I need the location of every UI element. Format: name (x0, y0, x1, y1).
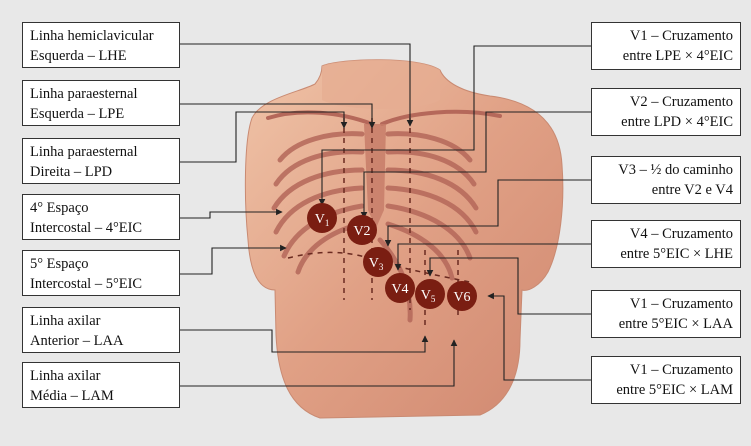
label-5eic-line1: 5° Espaço (30, 254, 172, 274)
electrode-v5-label: V (421, 288, 431, 303)
electrode-v6: V6 (447, 281, 477, 311)
electrode-v1: V1 (307, 203, 337, 233)
label-v5-line2: entre 5°EIC × LAA (599, 314, 733, 334)
label-v4: V4 – Cruzamento entre 5°EIC × LHE (591, 220, 741, 268)
label-v2: V2 – Cruzamento entre LPD × 4°EIC (591, 88, 741, 136)
electrode-v4: V4 (385, 273, 415, 303)
label-v3-line1: V3 – ½ do caminho (599, 160, 733, 180)
svg-text:V4: V4 (391, 282, 408, 297)
label-v4-line2: entre 5°EIC × LHE (599, 244, 733, 264)
label-lpd-line1: Linha paraesternal (30, 142, 172, 162)
label-lpd-line2: Direita – LPD (30, 162, 172, 182)
label-v3-line2: entre V2 e V4 (599, 180, 733, 200)
label-v6: V1 – Cruzamento entre 5°EIC × LAM (591, 356, 741, 404)
electrode-v5: V5 (415, 279, 445, 309)
label-v1-line1: V1 – Cruzamento (599, 26, 733, 46)
label-v2-line2: entre LPD × 4°EIC (599, 112, 733, 132)
label-lhe: Linha hemiclavicular Esquerda – LHE (22, 22, 180, 68)
label-lpe-line2: Esquerda – LPE (30, 104, 172, 124)
label-v6-line1: V1 – Cruzamento (599, 360, 733, 380)
label-v3: V3 – ½ do caminho entre V2 e V4 (591, 156, 741, 204)
label-v4-line1: V4 – Cruzamento (599, 224, 733, 244)
electrode-v2-label: V2 (353, 224, 370, 239)
label-lam: Linha axilar Média – LAM (22, 362, 180, 408)
label-v1-line2: entre LPE × 4°EIC (599, 46, 733, 66)
label-laa: Linha axilar Anterior – LAA (22, 307, 180, 353)
electrode-v3-label: V (369, 256, 379, 271)
electrode-v2: V2 (347, 215, 377, 245)
electrode-v5-sub: 5 (431, 294, 436, 304)
neck (322, 60, 440, 109)
label-laa-line2: Anterior – LAA (30, 331, 172, 351)
label-4eic: 4° Espaço Intercostal – 4°EIC (22, 194, 180, 240)
label-lhe-line2: Esquerda – LHE (30, 46, 172, 66)
label-lpe: Linha paraesternal Esquerda – LPE (22, 80, 180, 126)
electrode-v1-label: V (315, 212, 325, 227)
label-lhe-line1: Linha hemiclavicular (30, 26, 172, 46)
electrode-v3: V3 (363, 247, 393, 277)
label-lam-line1: Linha axilar (30, 366, 172, 386)
label-lpe-line1: Linha paraesternal (30, 84, 172, 104)
label-5eic-line2: Intercostal – 5°EIC (30, 274, 172, 294)
label-4eic-line2: Intercostal – 4°EIC (30, 218, 172, 238)
electrode-v4-label: V4 (391, 282, 408, 297)
electrode-v6-label: V6 (453, 290, 470, 305)
label-v5-line1: V1 – Cruzamento (599, 294, 733, 314)
electrode-v3-sub: 3 (379, 262, 384, 272)
label-v5: V1 – Cruzamento entre 5°EIC × LAA (591, 290, 741, 338)
label-4eic-line1: 4° Espaço (30, 198, 172, 218)
label-v2-line1: V2 – Cruzamento (599, 92, 733, 112)
label-lam-line2: Média – LAM (30, 386, 172, 406)
svg-text:V6: V6 (453, 290, 470, 305)
label-v1: V1 – Cruzamento entre LPE × 4°EIC (591, 22, 741, 70)
electrode-v1-sub: 1 (325, 218, 330, 228)
label-v6-line2: entre 5°EIC × LAM (599, 380, 733, 400)
label-5eic: 5° Espaço Intercostal – 5°EIC (22, 250, 180, 296)
label-lpd: Linha paraesternal Direita – LPD (22, 138, 180, 184)
svg-text:V2: V2 (353, 224, 370, 239)
label-laa-line1: Linha axilar (30, 311, 172, 331)
